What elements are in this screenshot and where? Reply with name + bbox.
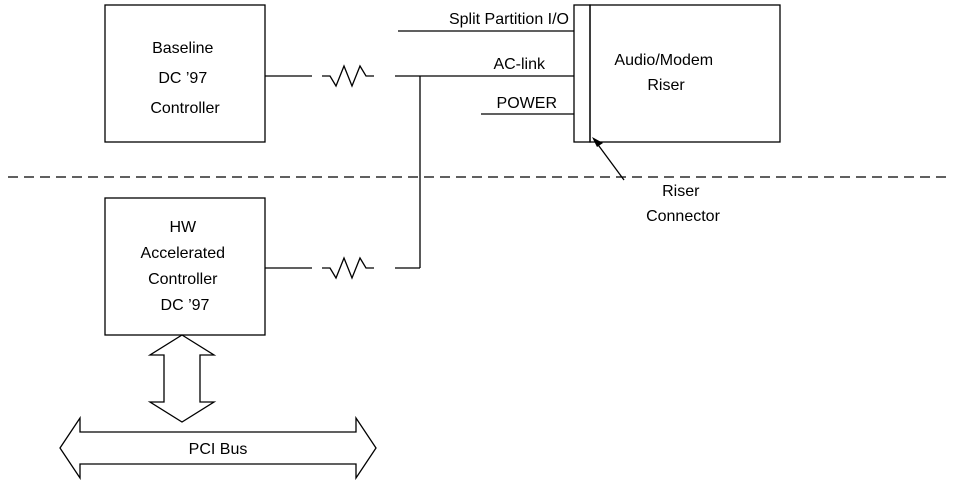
baseline-label-line: Baseline [152,40,213,57]
hw-label-line: Accelerated [141,245,226,262]
riser-label: Audio/Modem Riser [614,52,717,94]
ac-link-label: AC-link [493,56,546,73]
hw-bus-arrow [147,334,217,423]
hw-label-line: HW [169,219,197,236]
power-label: POWER [497,95,557,112]
hw-resistor [322,256,374,280]
baseline-label-line: Controller [150,100,220,117]
hw-controller-box [104,197,266,336]
baseline-label-line: DC ’97 [158,70,207,87]
riser-connector [573,4,591,143]
pci-bus-label: PCI Bus [189,441,248,458]
baseline-label: Baseline DC ’97 Controller [150,40,220,117]
hw-label-line: DC ’97 [161,297,210,314]
connector-label: Riser Connector [646,183,720,225]
hw-label-line: Controller [148,271,218,288]
split-partition-label: Split Partition I/O [449,11,569,28]
connector-pointer-arrowhead [592,137,603,147]
riser-label-line: Audio/Modem [614,52,713,69]
hw-label: HW Accelerated Controller DC ’97 [141,219,230,314]
baseline-resistor [322,64,374,88]
connector-label-line: Connector [646,208,720,225]
pci-bus-arrow [59,415,377,481]
connector-pointer-line [595,141,625,181]
baseline-controller-box [104,4,266,143]
riser-label-line: Riser [647,77,685,94]
connector-label-line: Riser [662,183,700,200]
riser-box [589,4,781,143]
